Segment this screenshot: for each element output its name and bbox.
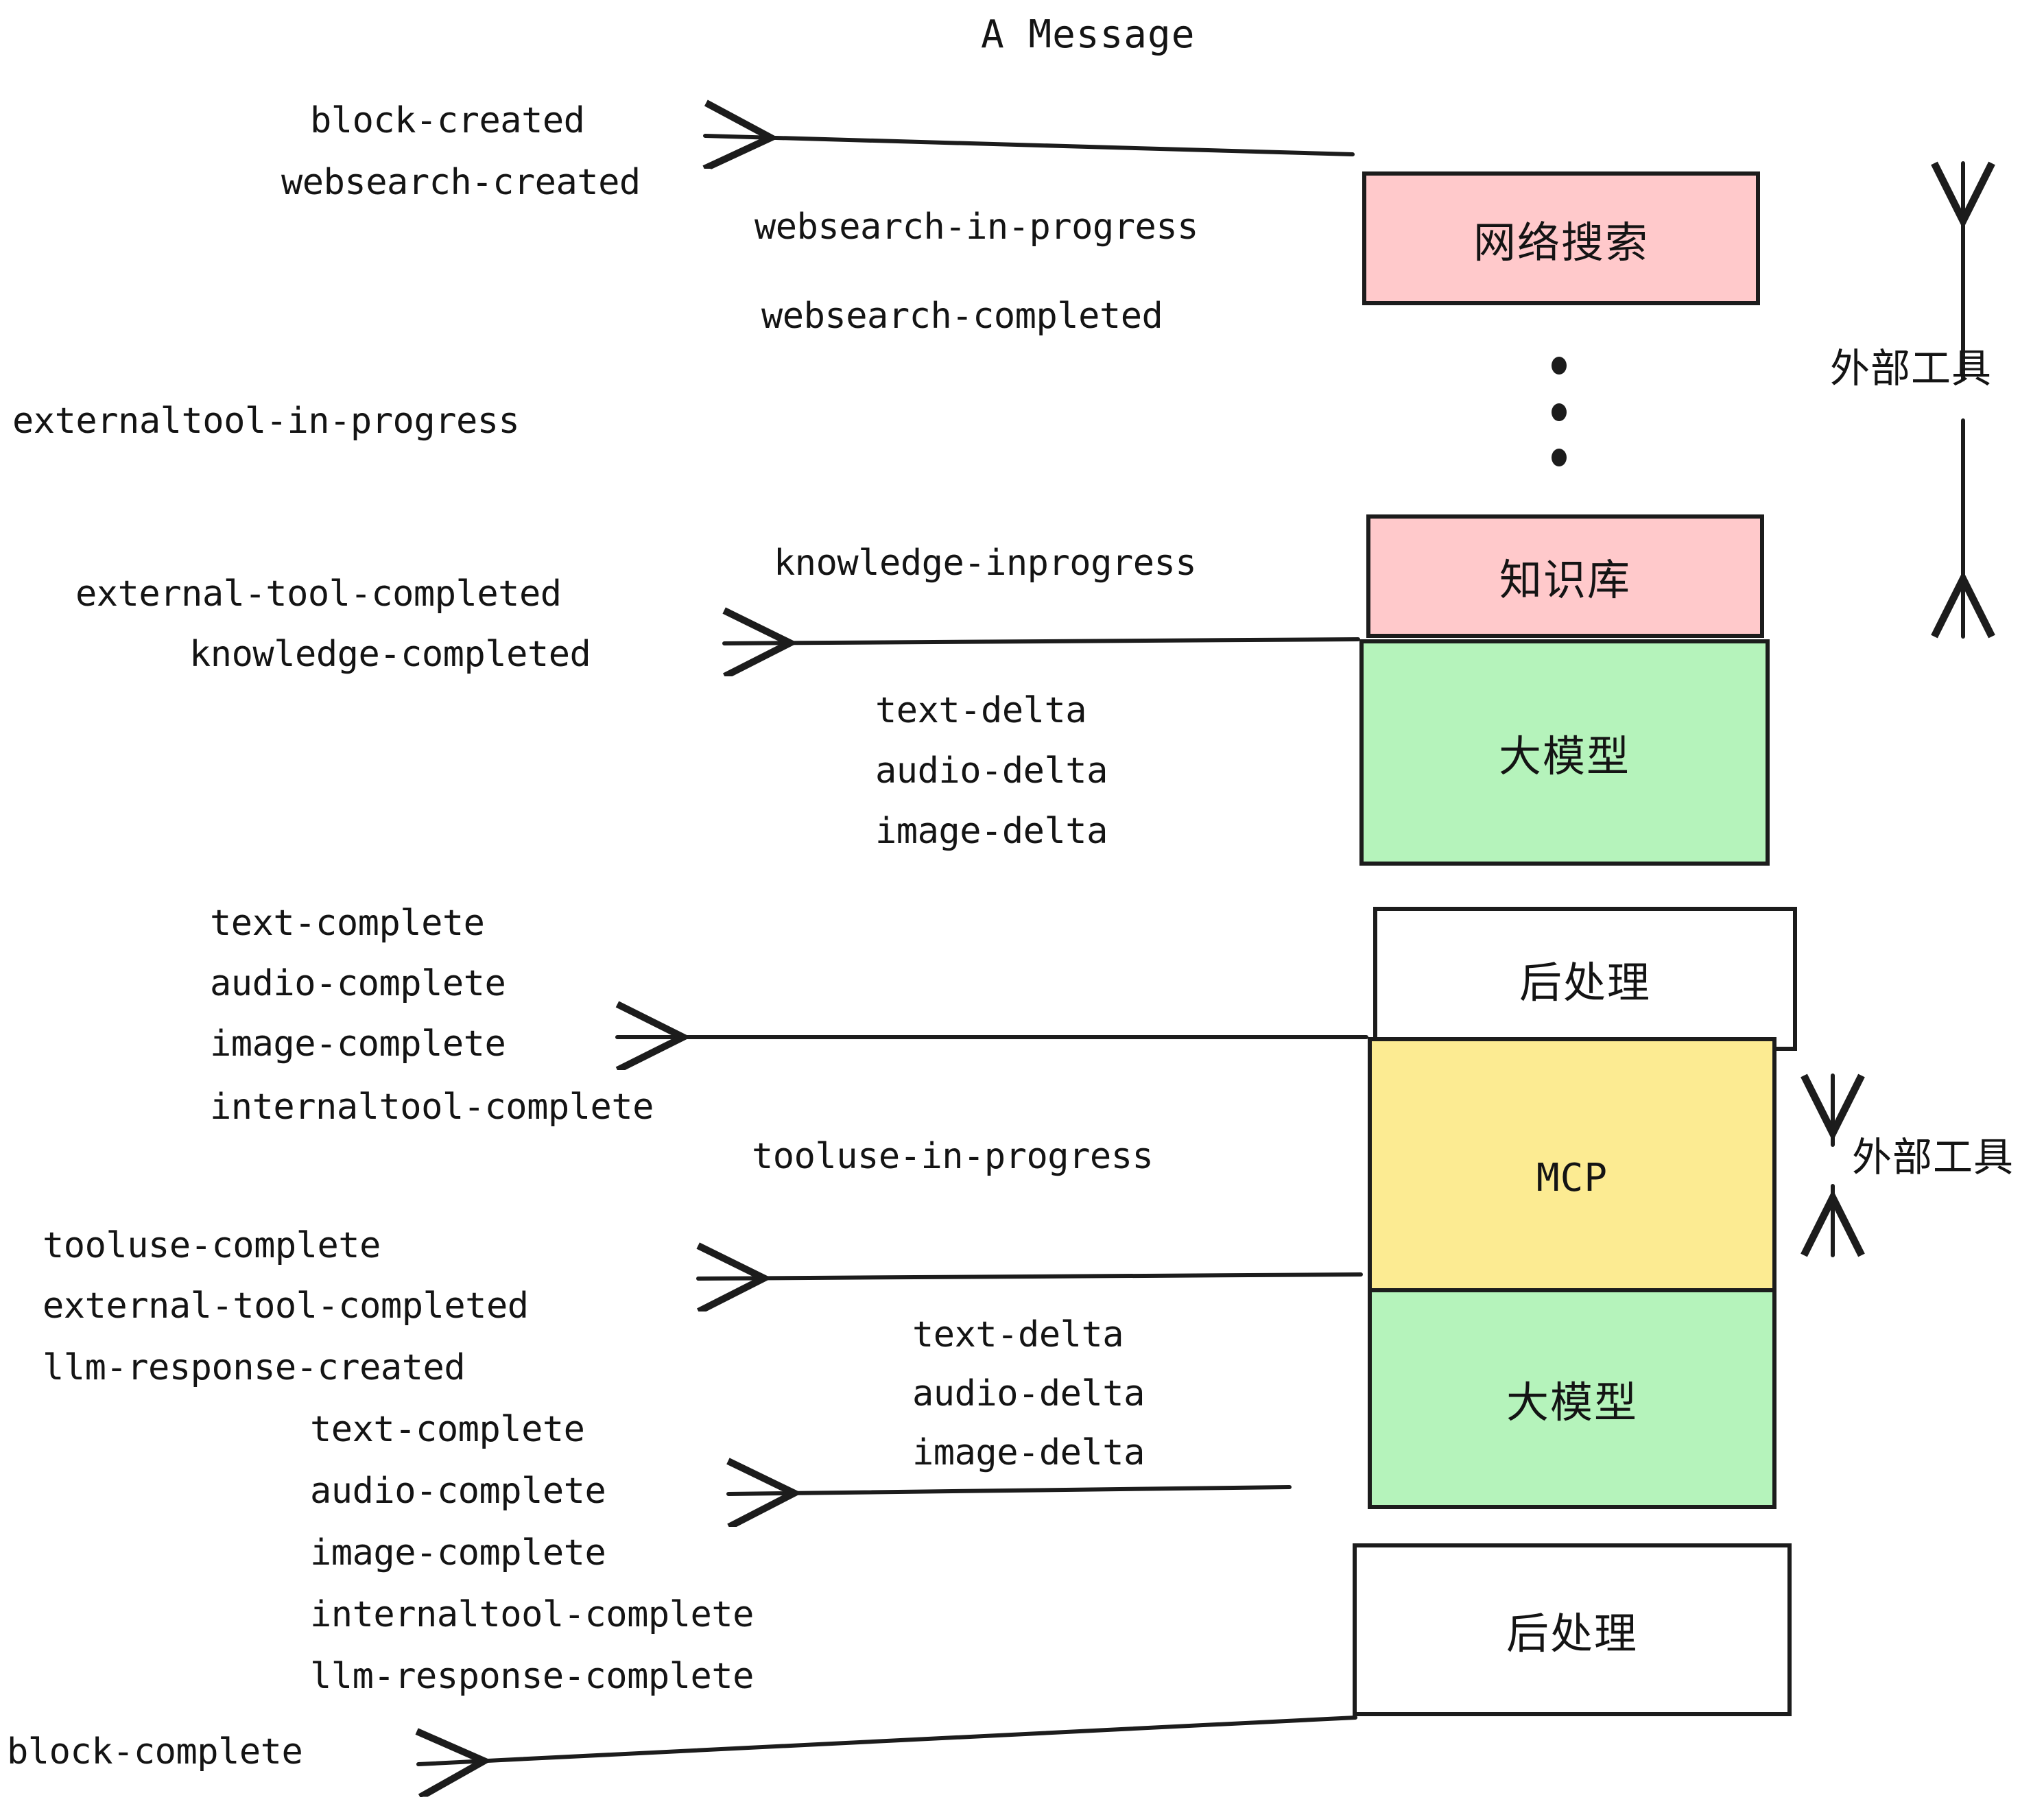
event-label-knowledge-completed: knowledge-completed: [189, 634, 591, 675]
ellipsis-dot-2: [1552, 403, 1567, 421]
arrow-llm2-to-audio: [726, 1487, 1292, 1494]
event-label-text-delta-2: text-delta: [912, 1314, 1124, 1355]
event-label-image-delta-1: image-delta: [875, 811, 1108, 852]
event-label-audio-delta-1: audio-delta: [875, 750, 1108, 792]
event-label-knowledge-inprogress: knowledge-inprogress: [774, 543, 1197, 584]
event-label-block-complete: block-complete: [7, 1731, 303, 1772]
event-label-image-complete-2: image-complete: [310, 1532, 606, 1574]
node-label-knowledge: 知识库: [1499, 555, 1631, 605]
event-label-internaltool-complete-2: internaltool-complete: [310, 1594, 754, 1635]
node-postprocess-1[interactable]: 后处理: [1373, 907, 1797, 1051]
side-label-external-tools-top: 外部工具: [1830, 345, 1993, 392]
event-label-image-complete-1: image-complete: [210, 1023, 506, 1065]
event-label-llm-response-created: llm-response-created: [43, 1347, 466, 1388]
node-websearch[interactable]: 网络搜索: [1362, 171, 1760, 305]
event-label-websearch-created: websearch-created: [281, 162, 641, 203]
event-label-text-complete-2: text-complete: [310, 1409, 585, 1450]
node-llm-1[interactable]: 大模型: [1359, 639, 1770, 866]
ellipsis-dot-3: [1552, 449, 1567, 466]
event-label-websearch-completed: websearch-completed: [761, 296, 1163, 337]
event-label-audio-complete-2: audio-complete: [310, 1471, 606, 1512]
node-label-websearch: 网络搜索: [1473, 217, 1649, 268]
event-label-audio-complete-1: audio-complete: [210, 963, 506, 1004]
event-label-audio-delta-2: audio-delta: [912, 1373, 1145, 1414]
event-label-image-delta-2: image-delta: [912, 1432, 1145, 1473]
arrow-postprocess2-to-block: [418, 1716, 1357, 1764]
event-label-external-tool-completed-2: external-tool-completed: [43, 1285, 529, 1327]
event-label-external-tool-completed-1: external-tool-completed: [75, 573, 562, 615]
arrow-knowledge-to-completed: [722, 639, 1360, 643]
node-label-postprocess-1: 后处理: [1519, 958, 1651, 1008]
node-postprocess-2[interactable]: 后处理: [1353, 1543, 1792, 1716]
page-title: A Message: [981, 12, 1196, 57]
event-label-tooluse-in-progress: tooluse-in-progress: [752, 1136, 1154, 1177]
event-label-externaltool-in-progress: externaltool-in-progress: [12, 401, 520, 442]
ellipsis-dot-1: [1552, 357, 1567, 375]
event-label-llm-response-complete: llm-response-complete: [310, 1656, 754, 1697]
node-label-llm-1: 大模型: [1498, 731, 1630, 781]
node-mcp[interactable]: MCP: [1368, 1037, 1776, 1318]
side-label-external-tools-bottom: 外部工具: [1852, 1134, 2015, 1180]
arrow-mcp-to-tooluse: [696, 1274, 1363, 1279]
event-label-websearch-in-progress: websearch-in-progress: [754, 206, 1198, 248]
node-knowledge[interactable]: 知识库: [1366, 514, 1764, 638]
event-label-text-delta-1: text-delta: [875, 690, 1087, 731]
node-llm-2[interactable]: 大模型: [1368, 1288, 1776, 1509]
node-label-llm-2: 大模型: [1506, 1377, 1638, 1427]
event-label-tooluse-complete: tooluse-complete: [43, 1225, 381, 1266]
arrow-websearch-to-block: [705, 136, 1355, 154]
node-label-mcp: MCP: [1536, 1155, 1608, 1200]
event-label-block-created: block-created: [310, 100, 585, 141]
event-label-internaltool-complete-1: internaltool-complete: [210, 1087, 654, 1128]
node-label-postprocess-2: 后处理: [1506, 1609, 1638, 1659]
event-label-text-complete-1: text-complete: [210, 903, 485, 944]
